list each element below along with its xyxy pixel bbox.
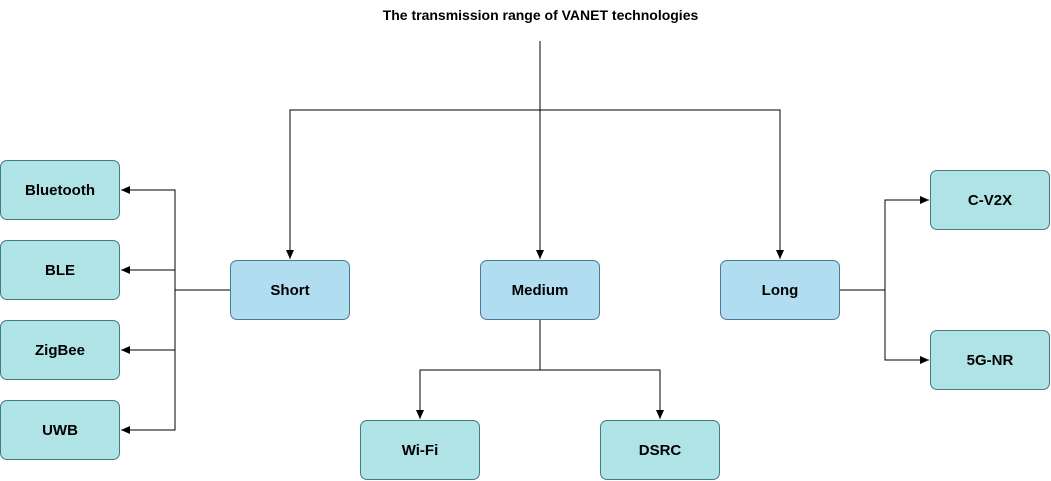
- edge-long-to-cv2x: [840, 196, 929, 291]
- node-bluetooth: Bluetooth: [0, 160, 120, 220]
- edge-medium-to-dsrc: [540, 369, 664, 419]
- node-medium: Medium: [480, 260, 600, 320]
- node-5gnr: 5G-NR: [930, 330, 1050, 390]
- edge-short-to-bluetooth: [121, 186, 230, 291]
- node-dsrc: DSRC: [600, 420, 720, 480]
- edge-long-to-5gnr: [884, 290, 929, 364]
- node-ble: BLE: [0, 240, 120, 300]
- node-zigbee: ZigBee: [0, 320, 120, 380]
- edge-title-to-long: [540, 109, 784, 259]
- edge-short-to-zigbee: [121, 290, 176, 354]
- node-long: Long: [720, 260, 840, 320]
- node-wifi: Wi-Fi: [360, 420, 480, 480]
- diagram-title: The transmission range of VANET technolo…: [382, 7, 699, 23]
- node-short: Short: [230, 260, 350, 320]
- node-cv2x: C-V2X: [930, 170, 1050, 230]
- node-uwb: UWB: [0, 400, 120, 460]
- edge-title-to-short: [286, 41, 541, 259]
- edge-medium-to-wifi: [416, 320, 541, 419]
- edge-short-to-uwb: [121, 350, 176, 434]
